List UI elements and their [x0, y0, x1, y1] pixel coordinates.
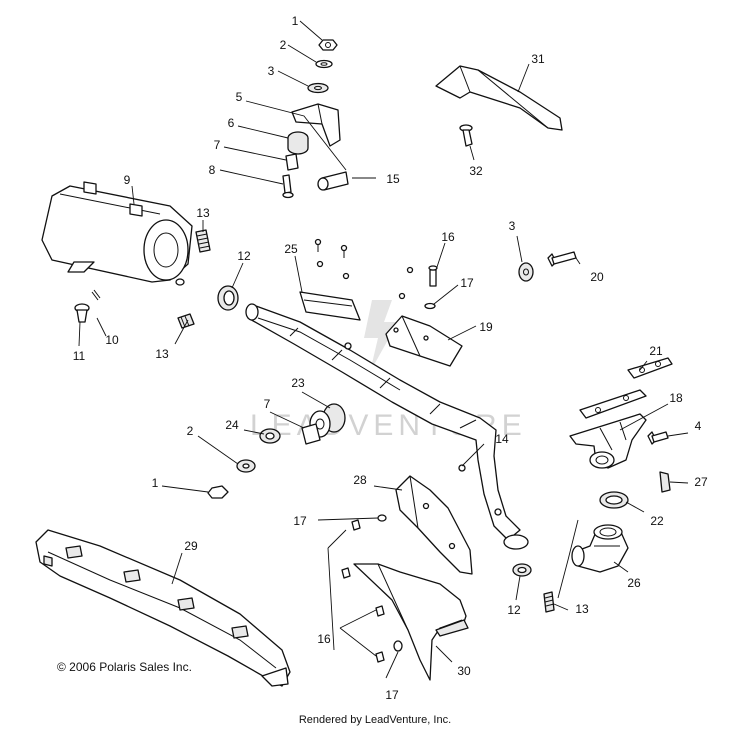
callout-22: 22	[650, 514, 664, 528]
callout-19: 19	[479, 320, 493, 334]
callout-12-left: 12	[237, 249, 251, 263]
callout-32: 32	[469, 164, 483, 178]
muffler-mount-hardware	[282, 39, 349, 199]
callout-18: 18	[669, 391, 683, 405]
callout-11: 11	[73, 349, 86, 363]
bracket-25	[299, 238, 361, 321]
callout-1-middle: 1	[152, 476, 159, 490]
callout-1-top: 1	[292, 14, 299, 28]
callout-31: 31	[531, 52, 545, 66]
gasket-12-left	[217, 285, 239, 311]
manifold-18	[569, 413, 647, 469]
copyright-text: © 2006 Polaris Sales Inc.	[57, 660, 192, 674]
callout-25: 25	[284, 242, 298, 256]
callout-23: 23	[291, 376, 305, 390]
heat-shield-29	[35, 529, 291, 687]
assembly-bracket-line-16	[327, 529, 347, 651]
gasket-22	[599, 491, 629, 509]
callout-21: 21	[649, 344, 663, 358]
callout-17-upper: 17	[460, 276, 474, 290]
muffler-9	[41, 181, 193, 286]
callout-7-middle: 7	[264, 397, 271, 411]
callout-10: 10	[105, 333, 119, 347]
assembly-bracket-line	[557, 519, 579, 599]
heat-shield-31	[435, 65, 563, 131]
callout-6: 6	[228, 116, 235, 130]
washer-2-middle	[236, 459, 256, 473]
sleeve-7-middle	[301, 423, 321, 445]
callout-7-top: 7	[214, 138, 221, 152]
callout-17-lower: 17	[385, 688, 399, 702]
washer-17-lower	[393, 640, 403, 652]
bolt-16-upper	[398, 265, 438, 300]
rendered-by-text: Rendered by LeadVenture, Inc.	[299, 714, 451, 726]
callout-8: 8	[209, 163, 216, 177]
callout-15: 15	[386, 172, 400, 186]
callout-13-right: 13	[575, 602, 589, 616]
elbow-26	[571, 524, 629, 573]
gasket-12-lower	[512, 563, 532, 577]
callout-20: 20	[590, 270, 604, 284]
callout-4: 4	[695, 419, 702, 433]
bolt-4	[647, 431, 669, 445]
heat-shield-28	[395, 475, 473, 575]
heat-shield-30	[353, 563, 469, 681]
callout-9: 9	[124, 173, 131, 187]
washer-17-middle	[377, 514, 387, 522]
clip-27	[659, 471, 671, 493]
callout-24: 24	[225, 418, 239, 432]
bolts-16-lower	[341, 519, 385, 663]
gasket-21-lower	[579, 389, 647, 419]
callout-labels: 1 2 3 5 6 7 8 15 9 13 10 11 13 12 25 16 …	[73, 14, 708, 702]
heat-shield-19	[385, 315, 463, 367]
callout-29: 29	[184, 539, 198, 553]
washer-17-upper	[424, 302, 436, 310]
callout-26: 26	[627, 576, 641, 590]
callout-2-top: 2	[280, 38, 287, 52]
callout-28: 28	[353, 473, 367, 487]
bolt-32	[459, 124, 473, 147]
callout-12-lower: 12	[507, 603, 521, 617]
nut-1-middle	[207, 485, 229, 499]
spring-13-lower	[177, 313, 195, 329]
gasket-21	[627, 357, 673, 379]
callout-13-left: 13	[155, 347, 169, 361]
callout-16-lower: 16	[317, 632, 331, 646]
callout-13-upper: 13	[196, 206, 210, 220]
callout-27: 27	[694, 475, 708, 489]
bolt-11	[74, 303, 90, 323]
washer-24	[259, 428, 281, 444]
spring-13-right	[543, 591, 555, 613]
leader-lines	[78, 20, 689, 679]
washer-3-right	[518, 262, 534, 282]
callout-16-upper: 16	[441, 230, 455, 244]
bolt-20	[547, 251, 577, 267]
spring-13-upper	[195, 229, 211, 253]
exhaust-pipe-14	[245, 303, 529, 550]
callout-14: 14	[495, 432, 509, 446]
callout-3-right: 3	[509, 219, 516, 233]
callout-3-top: 3	[268, 64, 275, 78]
callout-2-middle: 2	[187, 424, 194, 438]
callout-17-middle: 17	[293, 514, 307, 528]
callout-5: 5	[236, 90, 243, 104]
pin-10	[91, 289, 101, 301]
callout-30: 30	[457, 664, 471, 678]
